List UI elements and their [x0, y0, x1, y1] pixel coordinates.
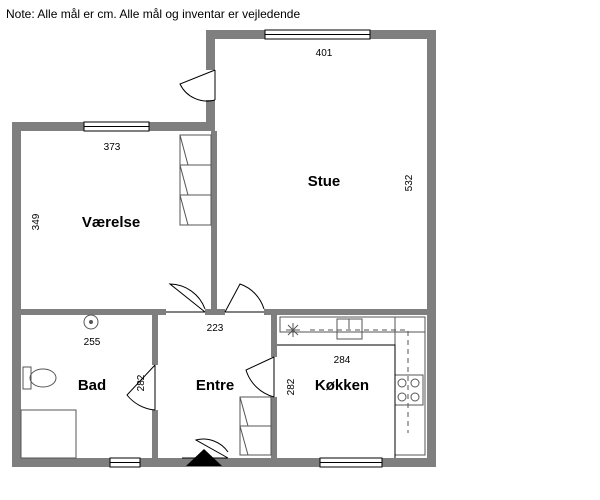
room-label-entre: Entre: [196, 377, 234, 394]
bathroom-fixtures: [20, 314, 99, 459]
dimension-stue-height: 532: [404, 174, 415, 191]
windows: [83, 29, 383, 468]
door-balcony: [179, 69, 216, 102]
dimension-bad-height: 282: [136, 374, 147, 391]
extractor-fan-icon: [286, 323, 300, 337]
door-koekken: [245, 356, 275, 398]
room-label-vaerelse: Værelse: [82, 214, 140, 231]
door-bad: [126, 364, 156, 411]
door-stue: [224, 283, 265, 313]
plan-note: Note: Alle mål er cm. Alle mål og invent…: [6, 7, 300, 21]
toilet-icon: [22, 366, 57, 390]
room-label-koekken: Køkken: [315, 377, 369, 394]
exterior-walls: [12, 30, 436, 467]
room-label-stue: Stue: [308, 173, 341, 190]
dimension-koekken-height: 282: [286, 378, 297, 395]
entrance-arrow-icon: [186, 449, 222, 466]
dimension-stue-width: 401: [316, 48, 333, 59]
dimension-koekken-width: 284: [334, 355, 351, 366]
wardrobe-vaerelse: [179, 134, 212, 226]
interior-walls: [21, 131, 427, 458]
dimension-vaerelse-height: 349: [31, 213, 42, 230]
dimension-entre-width: 223: [207, 323, 224, 334]
kitchen-fixtures: [277, 316, 426, 458]
doors: [126, 69, 275, 459]
dimension-bad-width: 255: [84, 337, 101, 348]
upper-cabinets-outline: [310, 329, 409, 433]
dimension-vaerelse-width: 373: [104, 142, 121, 153]
sink-icon: [83, 314, 99, 330]
door-vaerelse: [166, 283, 206, 313]
shower-icon: [20, 409, 77, 459]
wardrobe-entre: [239, 396, 272, 456]
stove-icon: [394, 374, 424, 406]
room-label-bad: Bad: [78, 377, 106, 394]
